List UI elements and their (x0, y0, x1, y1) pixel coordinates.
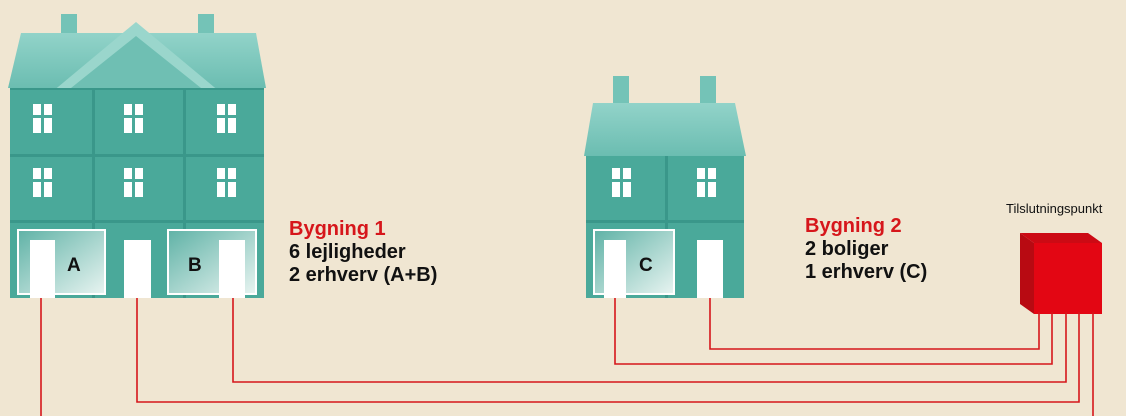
door (697, 240, 723, 298)
building-2 (584, 76, 746, 298)
door-c (604, 240, 626, 298)
roof (584, 103, 746, 156)
unit-c-label: C (639, 255, 653, 277)
cable-b (233, 298, 1066, 382)
cables (41, 298, 1093, 416)
building-1-line1: 6 lejligheder (289, 241, 437, 264)
cable-door-building1 (137, 298, 1079, 402)
building-2-line2: 1 erhverv (C) (805, 261, 927, 284)
cable-c (615, 298, 1052, 364)
connection-box (1020, 233, 1102, 314)
chimney (700, 76, 716, 106)
building-1 (8, 14, 266, 298)
building-1-title: Bygning 1 (289, 218, 437, 241)
unit-a-label: A (67, 255, 81, 277)
building-1-line2: 2 erhverv (A+B) (289, 264, 437, 287)
building-2-line1: 2 boliger (805, 238, 927, 261)
door (124, 240, 151, 298)
building-2-label: Bygning 2 2 boliger 1 erhverv (C) (805, 215, 927, 284)
chimney (613, 76, 629, 106)
door-b (219, 240, 245, 298)
unit-b-label: B (188, 255, 202, 277)
building-1-label: Bygning 1 6 lejligheder 2 erhverv (A+B) (289, 218, 437, 287)
cable-door-building2 (710, 298, 1039, 349)
connection-point-label: Tilslutningspunkt (1006, 201, 1102, 216)
door-a (30, 240, 55, 298)
building-2-title: Bygning 2 (805, 215, 927, 238)
